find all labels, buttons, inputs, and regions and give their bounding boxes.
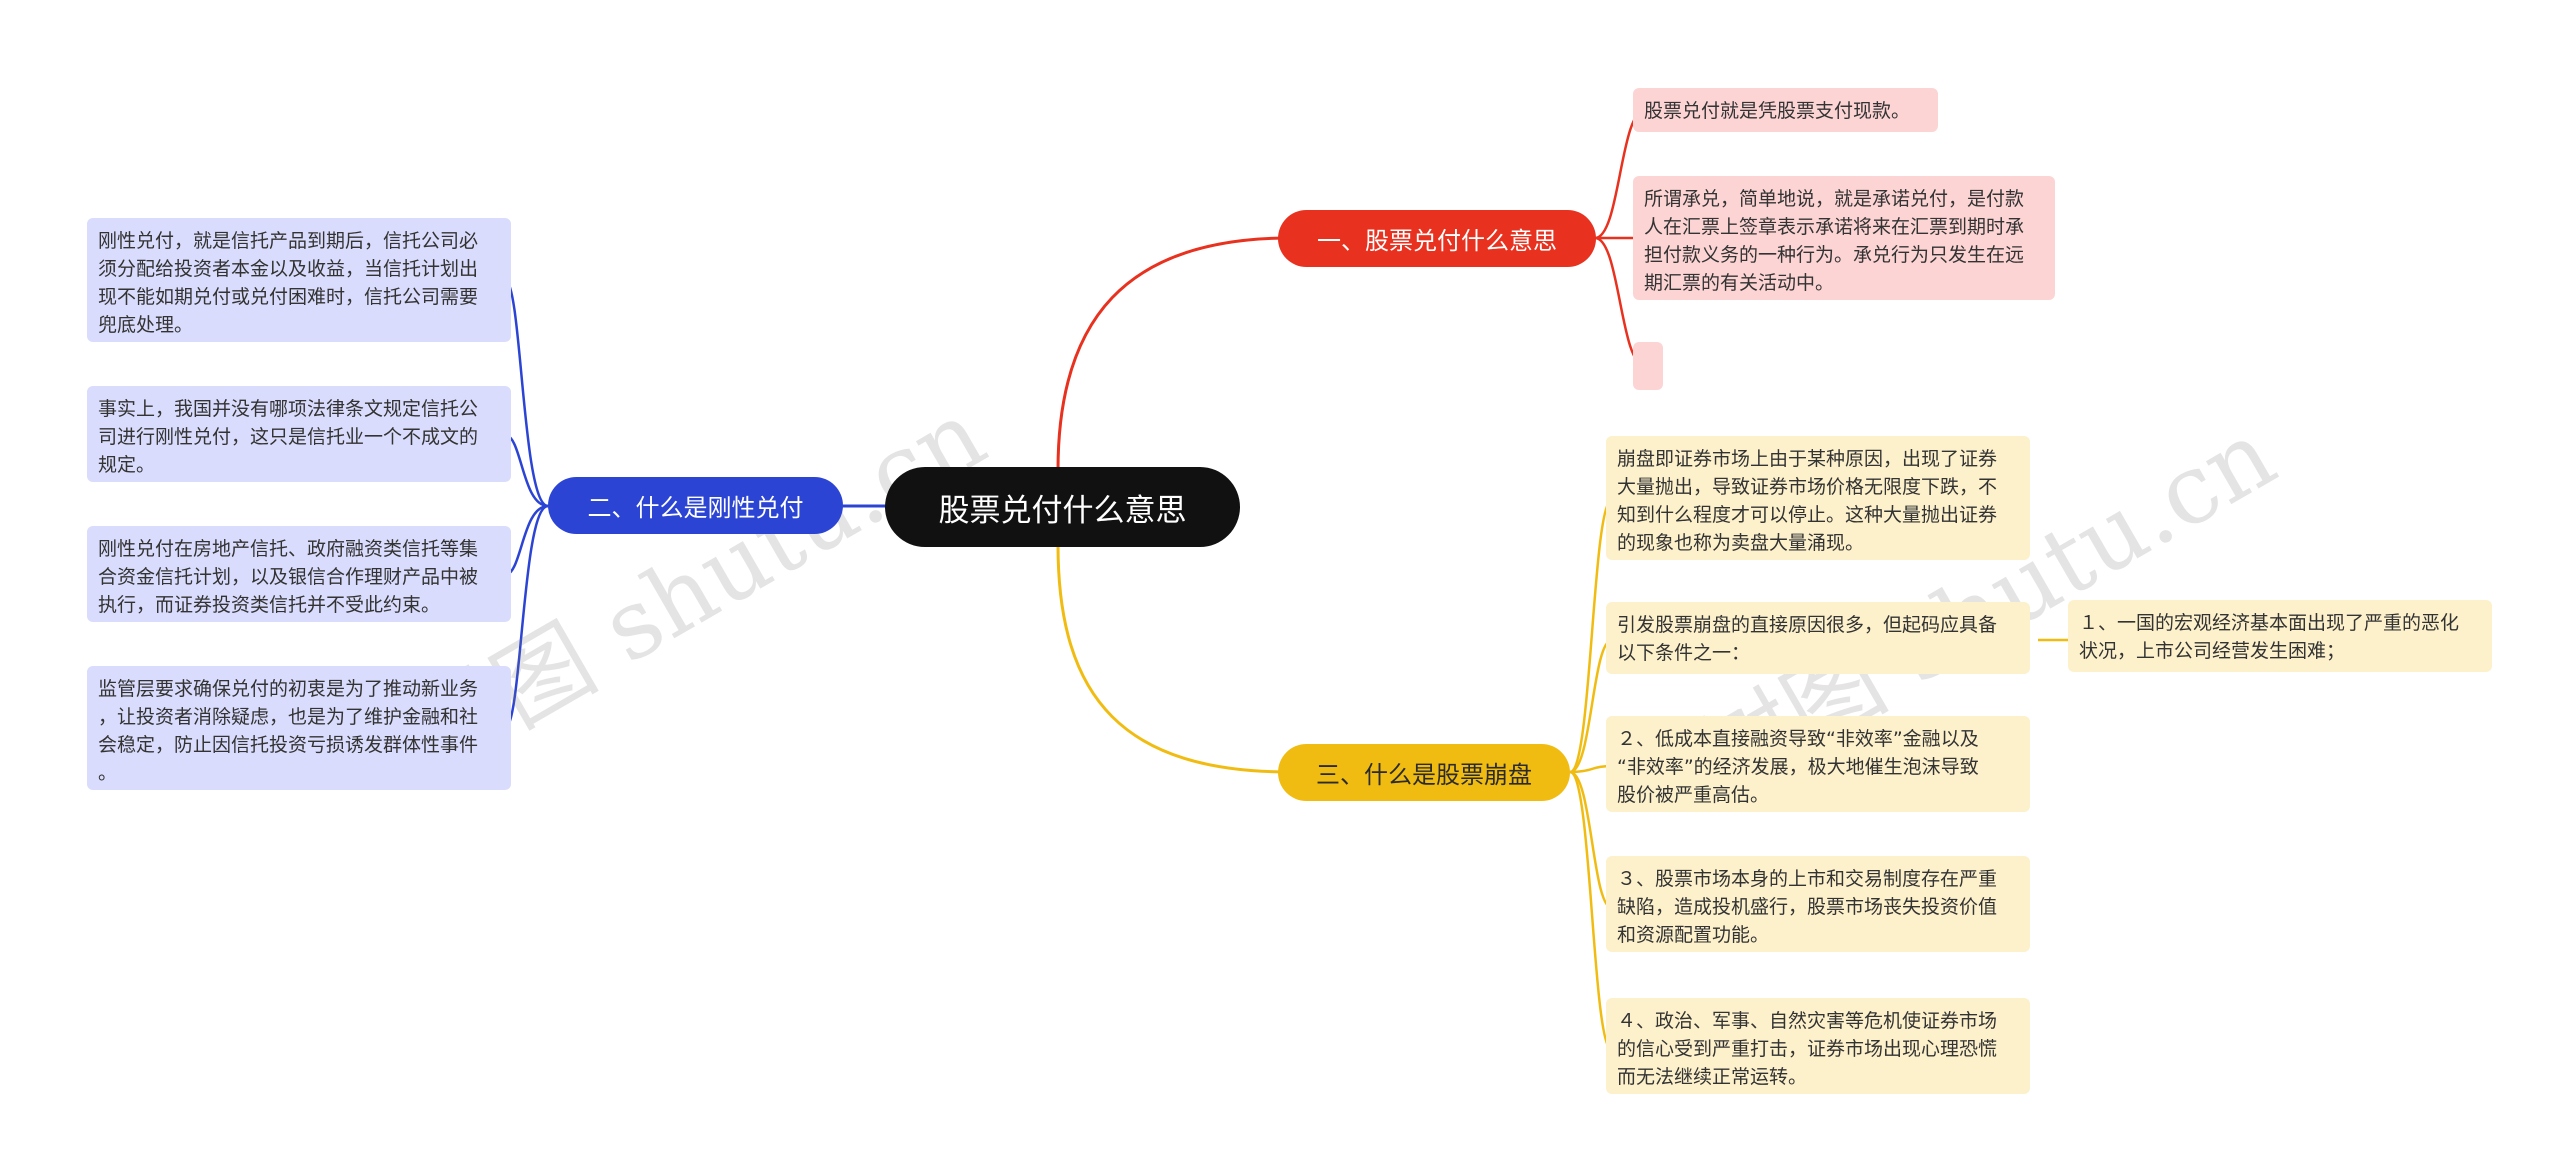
link-blue-4 xyxy=(503,504,549,730)
leaf-yellow-5[interactable]: ４、政治、军事、自然灾害等危机使证券市场 的信心受到严重打击，证券市场出现心理恐… xyxy=(1606,998,2030,1094)
link-yellow-5 xyxy=(1569,770,1614,1052)
leaf-blue-1[interactable]: 刚性兑付，就是信托产品到期后，信托公司必 须分配给投资者本金以及收益，当信托计划… xyxy=(87,218,511,342)
leaf-blue-3[interactable]: 刚性兑付在房地产信托、政府融资类信托等集 合资金信托计划，以及银信合作理财产品中… xyxy=(87,526,511,622)
leaf-yellow-1[interactable]: 崩盘即证券市场上由于某种原因，出现了证券 大量抛出，导致证券市场价格无限度下跌，… xyxy=(1606,436,2030,560)
leaf-red-1[interactable]: 股票兑付就是凭股票支付现款。 xyxy=(1633,88,1938,132)
branch-blue[interactable]: 二、什么是刚性兑付 xyxy=(548,477,843,534)
link-root-red xyxy=(1056,236,1291,471)
link-blue-2 xyxy=(504,433,549,508)
root-topic[interactable]: 股票兑付什么意思 xyxy=(885,467,1240,547)
link-yellow-2 xyxy=(1569,638,1613,774)
leaf-red-2[interactable]: 所谓承兑，简单地说，就是承诺兑付，是付款 人在汇票上签章表示承诺将来在汇票到期时… xyxy=(1633,176,2055,300)
link-yellow-4 xyxy=(1569,770,1613,910)
leaf-yellow-2[interactable]: 引发股票崩盘的直接原因很多，但起码应具备 以下条件之一： xyxy=(1606,602,2030,674)
link-yellow-1 xyxy=(1569,498,1614,774)
branch-red[interactable]: 一、股票兑付什么意思 xyxy=(1278,210,1596,267)
leaf-yellow-sub[interactable]: １、一国的宏观经济基本面出现了严重的恶化 状况，上市公司经营发生困难； xyxy=(2068,600,2492,672)
leaf-yellow-4[interactable]: ３、股票市场本身的上市和交易制度存在严重 缺陷，造成投机盛行，股票市场丧失投资价… xyxy=(1606,856,2030,952)
link-blue-1 xyxy=(503,278,549,508)
leaf-red-3[interactable] xyxy=(1633,342,1663,390)
link-root-yellow xyxy=(1056,544,1291,774)
branch-yellow[interactable]: 三、什么是股票崩盘 xyxy=(1278,744,1570,801)
link-blue-3 xyxy=(504,504,549,577)
leaf-blue-4[interactable]: 监管层要求确保兑付的初衷是为了推动新业务 ，让投资者消除疑虑，也是为了维护金融和… xyxy=(87,666,511,790)
leaf-yellow-3[interactable]: ２、低成本直接融资导致“非效率”金融以及 “非效率”的经济发展，极大地催生泡沫导… xyxy=(1606,716,2030,812)
leaf-blue-2[interactable]: 事实上，我国并没有哪项法律条文规定信托公 司进行刚性兑付，这只是信托业一个不成文… xyxy=(87,386,511,482)
